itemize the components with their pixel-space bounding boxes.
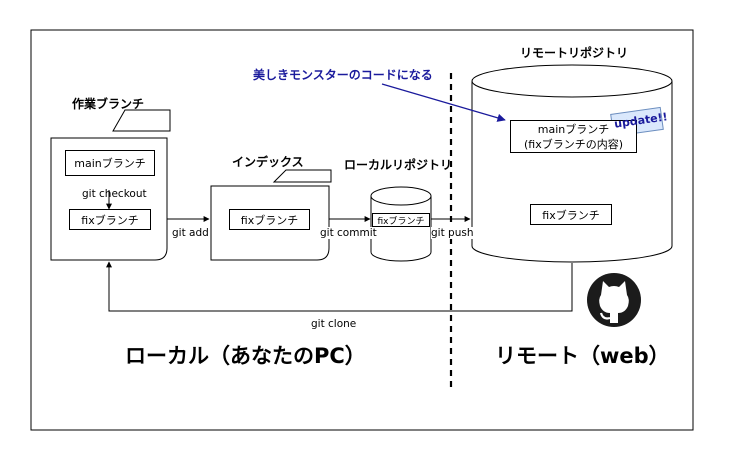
index-tab bbox=[272, 169, 332, 183]
annotation-arrow bbox=[381, 83, 506, 122]
git-checkout-label: git checkout bbox=[82, 188, 147, 200]
remote-fix-branch: fixブランチ bbox=[530, 204, 612, 225]
local-repo-cylinder-top bbox=[370, 186, 432, 206]
working-fix-branch: fixブランチ bbox=[69, 209, 151, 230]
clone-arrow bbox=[106, 261, 573, 312]
index-fix-branch: fixブランチ bbox=[229, 209, 310, 230]
local-title: ローカル（あなたのPC） bbox=[125, 344, 366, 368]
local-repo-fix-branch: fixブランチ bbox=[372, 213, 430, 227]
remote-main-line1: mainブランチ bbox=[537, 122, 610, 136]
annotation-text: 美しきモンスターのコードになる bbox=[253, 68, 433, 82]
remote-repo-label: リモートリポジトリ bbox=[520, 46, 629, 60]
git-add-label: git add bbox=[172, 227, 209, 239]
local-repo-cylinder bbox=[370, 196, 432, 262]
git-push-label: git push bbox=[431, 227, 474, 239]
working-tree-tab bbox=[112, 109, 171, 132]
remote-repo-cylinder-top bbox=[471, 64, 673, 98]
remote-main-line2: (fixブランチの内容) bbox=[523, 137, 624, 151]
local-repo-label: ローカルリポジトリ bbox=[344, 158, 453, 172]
git-commit-label: git commit bbox=[320, 227, 377, 239]
working-tree-label: 作業ブランチ bbox=[72, 97, 145, 111]
remote-main-branch: mainブランチ (fixブランチの内容) bbox=[510, 120, 637, 153]
remote-repo-cylinder bbox=[471, 81, 673, 263]
git-clone-label: git clone bbox=[311, 318, 357, 330]
remote-title: リモート（web） bbox=[495, 344, 670, 368]
index-label: インデックス bbox=[232, 155, 304, 169]
working-main-branch: mainブランチ bbox=[65, 150, 155, 176]
outer-frame bbox=[30, 29, 694, 431]
github-icon bbox=[587, 273, 641, 327]
